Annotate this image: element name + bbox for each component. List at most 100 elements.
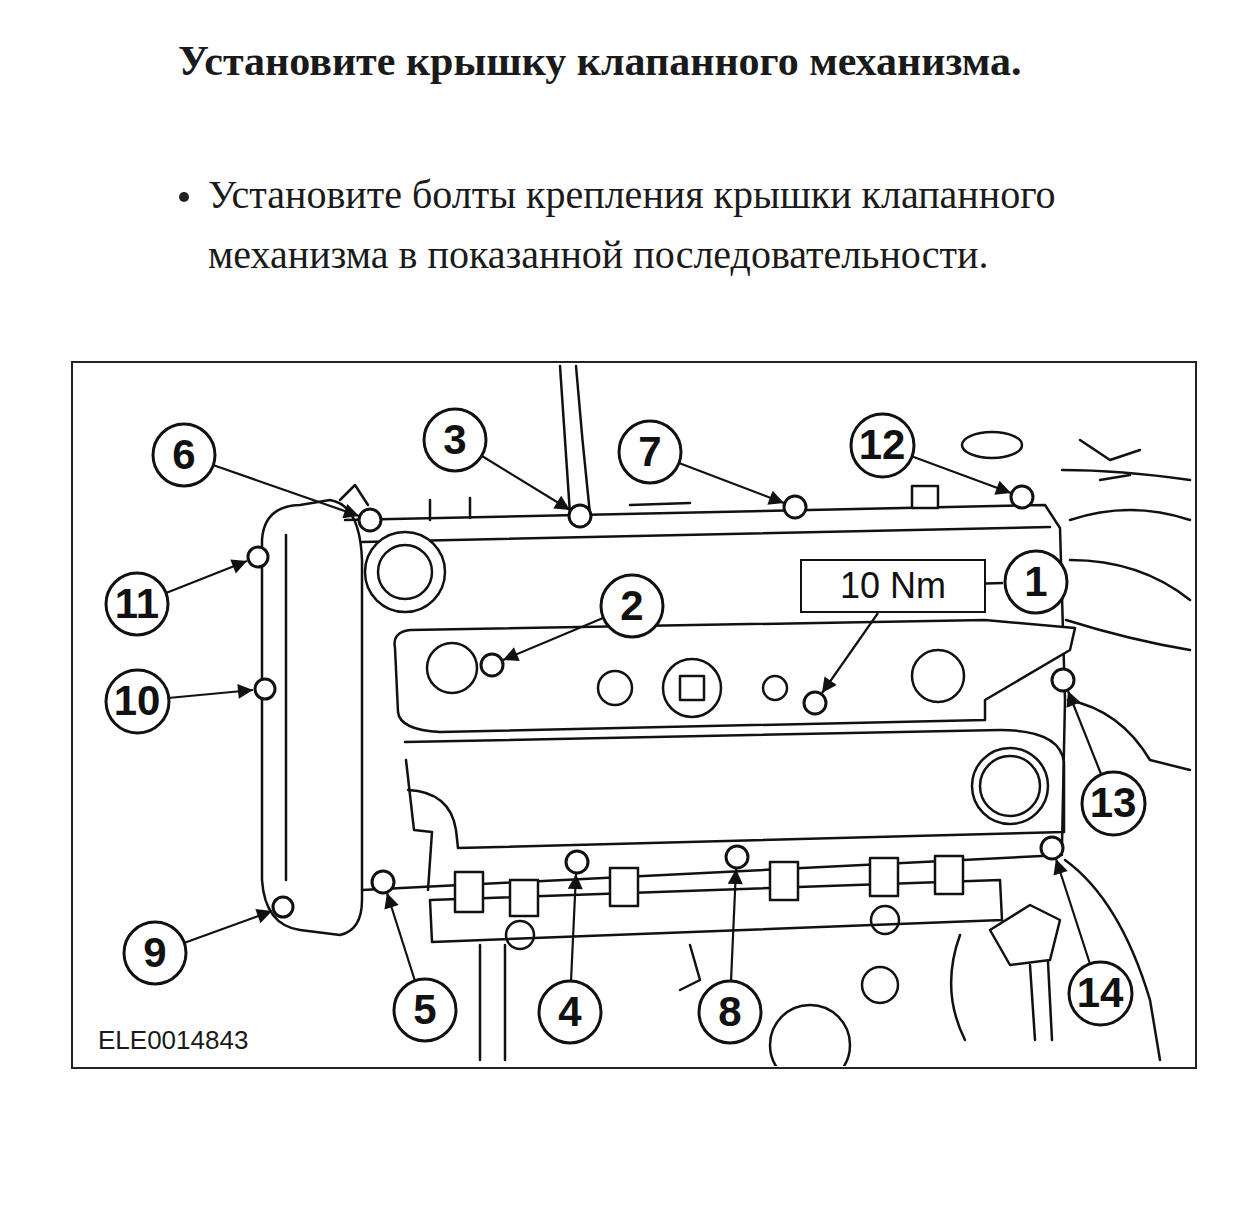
callout-number: 3: [422, 407, 488, 473]
injector-plug: [870, 858, 898, 896]
callout-text: 7: [638, 429, 661, 475]
callout-text: 11: [115, 581, 159, 627]
coil-hole: [972, 748, 1048, 824]
illustration-part: [166, 561, 247, 593]
illustration-part: [273, 897, 293, 917]
sensor-body: [990, 905, 1060, 965]
leader-lines: [166, 456, 1101, 981]
bracket-line: [1080, 440, 1140, 480]
cover-edge: [285, 535, 288, 880]
callout-number: 1: [1003, 549, 1069, 615]
callout-outline: [394, 979, 456, 1041]
callout-number: 6: [151, 422, 217, 488]
plug-hole: [663, 659, 721, 717]
callout-text: 6: [172, 432, 195, 478]
callout-outline: [539, 981, 601, 1043]
oil-filler-inner: [378, 545, 432, 599]
illustration-part: [911, 456, 1011, 493]
illustration-part: [248, 547, 268, 567]
heading: Установите крышку клапанного механизма.: [178, 30, 1078, 93]
fitting: [862, 967, 898, 1003]
fitting: [871, 906, 899, 934]
hose-line: [951, 935, 965, 1040]
fitting: [506, 921, 534, 949]
figure-code: ELE0014843: [98, 1024, 248, 1056]
illustration-part: [184, 911, 272, 943]
hose-line: [576, 366, 590, 514]
bolt-heads: [248, 486, 1074, 917]
injector-plug: [770, 862, 798, 900]
valve-cover-edge: [362, 527, 1050, 542]
callout-outline: [851, 414, 914, 477]
illustration-part: [482, 456, 570, 510]
injector-plug: [455, 872, 483, 912]
cover-detail: [430, 498, 690, 520]
callout-outline: [1069, 962, 1132, 1025]
illustration-part: [679, 463, 784, 503]
illustration-part: [255, 679, 275, 699]
plug-hole: [680, 676, 704, 700]
illustration-part: [213, 465, 359, 516]
callout-outline: [1005, 551, 1067, 613]
illustration-part: [503, 618, 603, 660]
illustration-part: [569, 505, 591, 527]
torque-box: 10 Nm: [800, 559, 986, 613]
connector-line: [986, 582, 1003, 585]
injector-plug: [935, 856, 963, 894]
instruction-note: Установите болты крепления крышки клапан…: [208, 165, 1088, 285]
hose-line: [1065, 860, 1160, 1060]
pipe-line: [480, 945, 505, 1060]
cover-rib: [395, 620, 1075, 732]
callout-text: 2: [620, 583, 643, 629]
dipstick-tab: [406, 760, 432, 890]
callout-text: 8: [718, 989, 741, 1035]
illustration-part: [168, 690, 253, 698]
plug-hole: [763, 676, 787, 700]
engine-drawing: [262, 366, 1190, 1066]
illustration-part: [571, 874, 576, 981]
callout-text: 13: [1090, 780, 1137, 826]
callout-number: 14: [1067, 960, 1134, 1027]
timing-cover: [262, 500, 362, 935]
pulley: [770, 1005, 850, 1066]
injector-plug: [610, 868, 638, 906]
plug-hole: [427, 643, 477, 693]
plug-hole: [598, 671, 632, 705]
torque-value: 10 Nm: [840, 565, 946, 607]
hose-line: [1066, 620, 1190, 770]
injector-plug: [510, 880, 538, 916]
callout-text: 4: [558, 989, 581, 1035]
sensor-pipe: [1030, 962, 1052, 1040]
callout-text: 9: [143, 930, 166, 976]
callout-text: 10: [114, 678, 161, 724]
illustration-part: [372, 871, 394, 893]
callout-outline: [106, 573, 168, 635]
plug-hole: [912, 650, 964, 702]
oil-filler-cap: [365, 532, 445, 612]
callout-text: 12: [859, 422, 906, 468]
illustration-part: [566, 851, 588, 873]
illustration-part: [804, 692, 826, 714]
coil-top: [962, 432, 1022, 458]
callout-number: 7: [617, 419, 683, 485]
callout-number: 4: [537, 979, 603, 1045]
callout-outline: [106, 670, 169, 733]
callout-outline: [424, 409, 486, 471]
callout-number: 2: [599, 573, 665, 639]
illustration-part: [1011, 486, 1033, 508]
callout-outline: [1082, 772, 1145, 835]
illustration-part: [726, 846, 748, 868]
callout-outline: [124, 922, 186, 984]
callout-number: 10: [104, 668, 171, 735]
fuel-rail: [430, 880, 1002, 942]
illustration-part: [481, 654, 503, 676]
callout-number: 12: [849, 412, 916, 479]
illustration-part: [387, 893, 415, 981]
bullet-dot: [179, 192, 189, 202]
illustration-part: [784, 496, 806, 518]
connector-block: [912, 486, 938, 508]
hose-line: [1062, 470, 1190, 600]
callout-outline: [619, 421, 681, 483]
callout-number: 5: [392, 977, 458, 1043]
